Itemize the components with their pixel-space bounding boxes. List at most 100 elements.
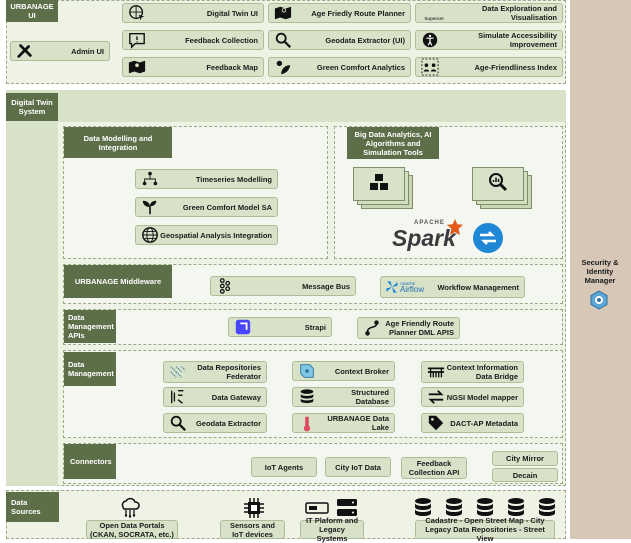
data-sources-header: Data Sources — [6, 492, 59, 522]
repos-federator-box[interactable]: Data Repositories Federator — [163, 361, 267, 383]
digital-twin-header: Digital Twin System — [6, 93, 58, 121]
ngsi-mapper-box[interactable]: NGSI Model mapper — [421, 387, 524, 407]
workflow-management-label: Workflow Management — [437, 282, 519, 292]
spark-logo: APACHE Spark — [392, 218, 472, 254]
search-chart-icon — [488, 172, 508, 197]
geodata-extractor-label: Geodata Extractor — [195, 418, 261, 428]
feedback-map-box[interactable]: Feedback Map — [122, 57, 264, 77]
dact-ap-box[interactable]: DACT-AP Metadata — [421, 413, 524, 433]
security-column — [570, 0, 631, 539]
sprout-icon — [140, 197, 160, 217]
swap-arrows-icon — [426, 387, 446, 407]
sensors-box[interactable]: Sensors and IoT devices — [220, 520, 285, 539]
geodata-extractor-ui-box[interactable]: Geodata Extractor (UI) — [268, 30, 411, 50]
digital-twin-top-strip — [6, 90, 566, 122]
big-data-header: Big Data Analytics, AI Algorithms and Si… — [347, 127, 439, 159]
feedback-map-label: Feedback Map — [206, 62, 258, 72]
data-gateway-label: Data Gateway — [211, 392, 261, 402]
green-comfort-analytics-box[interactable]: Green Comfort Analytics — [268, 57, 411, 77]
bridge-icon — [426, 362, 446, 382]
strapi-box[interactable]: Strapi — [228, 317, 332, 337]
city-mirror-label: City Mirror — [506, 454, 544, 463]
ngsi-mapper-label: NGSI Model mapper — [446, 392, 518, 402]
route-icon — [362, 318, 382, 338]
message-bus-label: Message Bus — [302, 281, 350, 291]
map-pin-icon — [127, 57, 147, 77]
timeseries-modelling-label: Timeseries Modelling — [195, 174, 272, 184]
age-friendliness-index-label: Age-Friendliness Index — [474, 62, 557, 72]
geospatial-analysis-label: Geospatial Analysis Integration — [160, 230, 272, 240]
admin-ui-box[interactable]: Admin UI — [10, 41, 110, 61]
chip-icon — [243, 497, 265, 519]
globe-cursor-icon — [127, 3, 147, 23]
dact-ap-label: DACT-AP Metadata — [450, 418, 518, 428]
data-exploration-box[interactable]: Superset Data Exploration and Visualisat… — [415, 3, 563, 23]
data-flow-logo-icon — [472, 222, 504, 254]
feedback-collection-label: Feedback Collection — [185, 35, 258, 45]
bus-nodes-icon — [215, 276, 235, 296]
spark-apache-text: APACHE — [414, 220, 445, 226]
geodata-extractor-box[interactable]: Geodata Extractor — [163, 413, 267, 433]
iot-agents-box[interactable]: IoT Agents — [251, 457, 317, 477]
security-identity-manager-label: Security & Identity Manager — [581, 258, 619, 285]
repos-federator-label: Data Repositories Federator — [197, 363, 261, 381]
globe-icon — [140, 225, 160, 245]
green-comfort-model-box[interactable]: Green Comfort Model SA — [135, 197, 278, 217]
timeseries-modelling-box[interactable]: Timeseries Modelling — [135, 169, 278, 189]
message-bus-box[interactable]: Message Bus — [210, 276, 356, 296]
data-management-header: Data Management — [64, 352, 116, 386]
airflow-logo-icon: Apache Airflow — [385, 277, 433, 297]
feedback-collection-box[interactable]: Feedback Collection — [122, 30, 264, 50]
green-comfort-analytics-label: Green Comfort Analytics — [316, 62, 405, 72]
feedback-icon — [127, 30, 147, 50]
structured-database-box[interactable]: Structured Database — [292, 387, 395, 407]
superset-logo-icon: Superset — [420, 3, 448, 23]
geodata-extractor-ui-label: Geodata Extractor (UI) — [325, 35, 405, 45]
admin-ui-label: Admin UI — [71, 46, 104, 56]
data-lake-box[interactable]: URBANAGE Data Lake — [292, 413, 395, 433]
open-data-portals-box[interactable]: Open Data Portals (CKAN, SOCRATA, etc.) — [86, 520, 178, 539]
data-modelling-header: Data Modelling and Integration — [64, 127, 172, 158]
city-iot-box[interactable]: City IoT Data — [325, 457, 391, 477]
feedback-api-box[interactable]: Feedback Collection API — [401, 457, 467, 479]
route-planner-box[interactable]: Age Friedly Route Planner — [268, 3, 411, 23]
people-group-icon — [420, 57, 440, 77]
data-lake-label: URBANAGE Data Lake — [327, 414, 389, 432]
cadastre-box[interactable]: Cadastre - Open Street Map - City Legacy… — [415, 516, 555, 543]
search-icon — [168, 413, 188, 433]
airflow-text: Airflow — [400, 284, 425, 294]
iot-agents-label: IoT Agents — [264, 462, 304, 472]
federator-icon — [168, 362, 188, 382]
structured-database-label: Structured Database — [351, 388, 389, 406]
context-bridge-label: Context Information Data Bridge — [446, 363, 518, 381]
green-comfort-model-label: Green Comfort Model SA — [182, 202, 272, 212]
digital-twin-ui-box[interactable]: Digital Twin UI — [122, 3, 264, 23]
database-stack-icons — [412, 497, 558, 519]
route-map-icon — [273, 3, 293, 23]
spark-text: Spark — [392, 225, 456, 251]
tools-icon — [15, 41, 35, 61]
city-mirror-box[interactable]: City Mirror — [492, 451, 558, 466]
dm-apis-header: Data Management APIs — [64, 310, 116, 343]
it-platform-box[interactable]: IT Plaform and Legacy Systems — [300, 516, 364, 543]
geospatial-analysis-box[interactable]: Geospatial Analysis Integration — [135, 225, 278, 245]
database-icon — [297, 387, 317, 407]
gateway-icon — [168, 387, 188, 407]
middleware-header: URBANAGE Middleware — [64, 265, 172, 298]
data-gateway-box[interactable]: Data Gateway — [163, 387, 267, 407]
data-exploration-label: Data Exploration and Visualisation — [481, 4, 557, 22]
workflow-management-box[interactable]: Apache Airflow Workflow Management — [380, 276, 525, 298]
airflow-apache-text: Apache — [400, 280, 416, 286]
route-planner-apis-box[interactable]: Age Friendly Route Planner DML APIS — [357, 317, 460, 339]
route-planner-apis-label: Age Friendly Route Planner DML APIS — [385, 319, 454, 337]
simulate-accessibility-box[interactable]: Simulate Accessibility Improvement — [415, 30, 563, 50]
strapi-logo-icon — [233, 317, 253, 337]
digital-twin-ui-label: Digital Twin UI — [206, 8, 258, 18]
analytics-card-stack — [472, 167, 532, 209]
city-iot-label: City IoT Data — [335, 462, 381, 472]
server-rack-icon — [305, 497, 360, 519]
context-bridge-box[interactable]: Context Information Data Bridge — [421, 361, 524, 383]
decain-box[interactable]: Decain — [492, 468, 558, 482]
age-friendliness-index-box[interactable]: Age-Friendliness Index — [415, 57, 563, 77]
context-broker-box[interactable]: Context Broker — [292, 361, 395, 381]
